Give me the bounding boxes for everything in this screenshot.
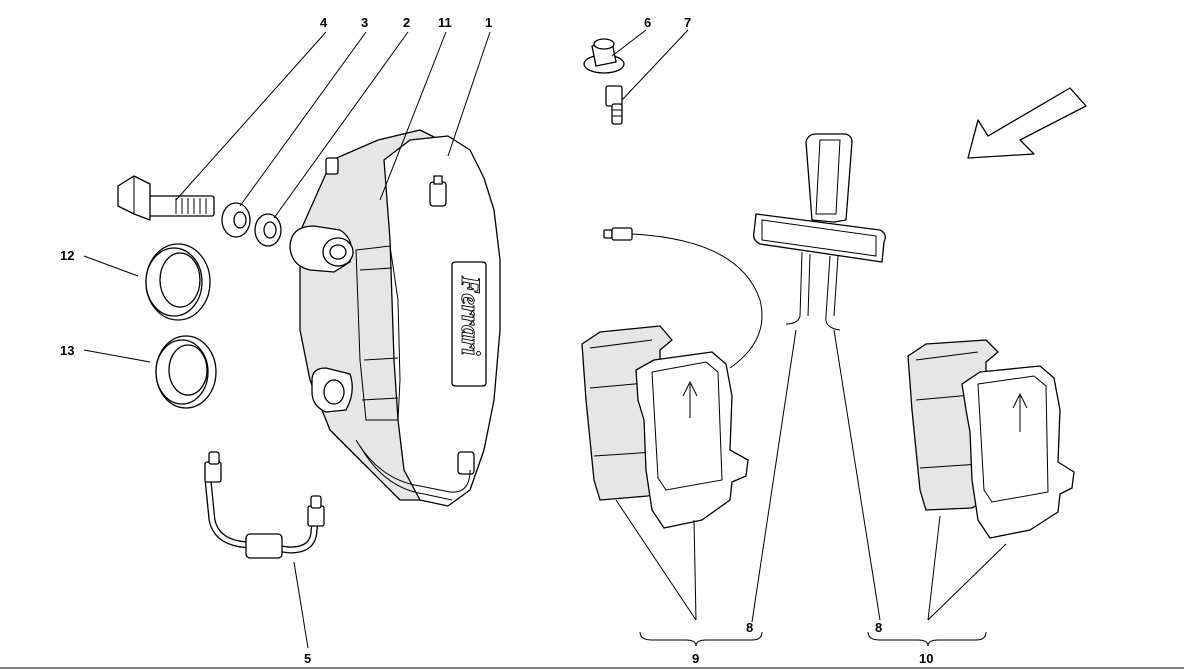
brake-pad-set-left <box>581 325 749 529</box>
lock-washer <box>221 202 251 238</box>
brake-pad-set-right <box>907 339 1075 539</box>
callout-7: 7 <box>684 15 691 30</box>
arrow-up-icon <box>682 380 698 418</box>
pad-wear-sensor <box>603 227 763 369</box>
callout-9: 9 <box>692 651 699 666</box>
pad-retaining-spring <box>752 133 886 331</box>
caliper-brand-text: Ferrari <box>456 275 485 356</box>
bleed-cap <box>583 38 625 74</box>
callout-2: 2 <box>403 15 410 30</box>
callout-8-left: 8 <box>746 620 753 635</box>
callout-10: 10 <box>919 651 933 666</box>
caliper-bolt <box>117 175 215 221</box>
bleed-screw <box>605 85 623 125</box>
brake-pipe <box>204 451 325 559</box>
callout-6: 6 <box>644 15 651 30</box>
arrow-up-icon <box>1012 392 1028 432</box>
callout-8-right: 8 <box>875 620 882 635</box>
callout-4: 4 <box>320 15 328 30</box>
callout-1: 1 <box>485 15 492 30</box>
callout-5: 5 <box>304 651 311 666</box>
callout-13: 13 <box>60 343 74 358</box>
arrow-down-left-icon <box>967 87 1087 159</box>
leader-lines <box>83 29 1007 649</box>
piston-seal <box>145 243 211 321</box>
callout-11: 11 <box>438 15 452 30</box>
flat-washer <box>254 213 282 247</box>
callout-12: 12 <box>60 248 74 263</box>
dust-seal <box>155 335 217 409</box>
brake-caliper: Ferrari <box>289 129 501 507</box>
callout-3: 3 <box>361 15 368 30</box>
